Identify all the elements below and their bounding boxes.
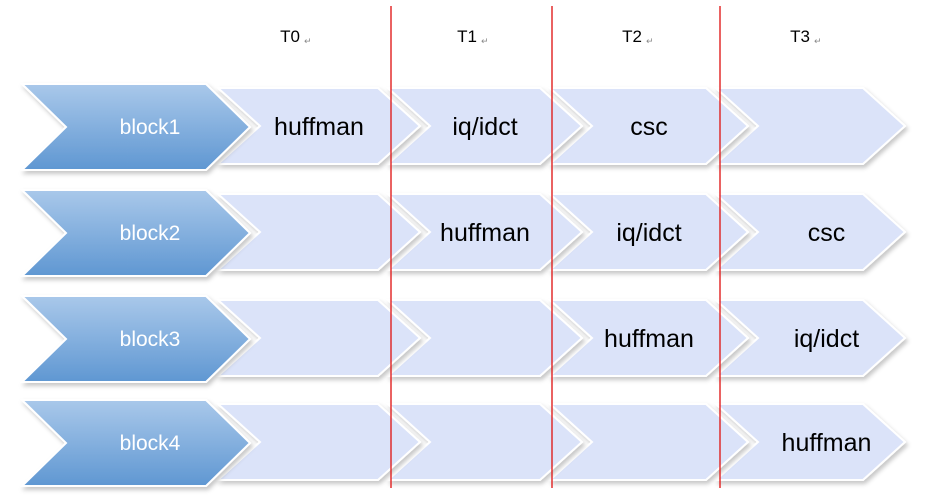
block-arrow-1 <box>19 83 252 171</box>
cell-arrow-r3-c1 <box>385 299 584 377</box>
time-header-t3: T3 <box>790 27 810 46</box>
block-layer: block1 block2 block3 block4 <box>19 83 252 487</box>
paragraph-mark-icon: ↵ <box>814 37 822 47</box>
cell-label-r2-c2: iq/idct <box>616 219 681 247</box>
block-label-3: block3 <box>120 328 181 351</box>
cell-label-r1-c1: iq/idct <box>452 113 517 141</box>
cell-arrow-r2-c0 <box>215 193 422 271</box>
cell-arrow-r4-c3 <box>713 403 907 481</box>
block-label-2: block2 <box>120 222 181 245</box>
paragraph-mark-icon: ↵ <box>304 37 312 47</box>
time-header-t0: T0 <box>280 27 300 46</box>
cell-arrow-r2-c1 <box>385 193 584 271</box>
time-header-t2: T2 <box>622 27 642 46</box>
cell-arrow-r1-c3 <box>713 87 907 165</box>
header-layer: T0 ↵ T1 ↵ T2 ↵ T3 ↵ <box>280 27 821 47</box>
cell-arrow-r4-c1 <box>385 403 584 481</box>
paragraph-mark-icon: ↵ <box>646 37 654 47</box>
block-label-4: block4 <box>120 432 181 455</box>
cell-label-r4-c3: huffman <box>782 429 872 457</box>
block-label-1: block1 <box>120 116 181 139</box>
divider-layer <box>390 6 721 488</box>
block-arrow-4 <box>19 399 252 487</box>
cell-label-r2-c1: huffman <box>440 219 530 247</box>
cell-arrow-r3-c2 <box>547 299 750 377</box>
cell-arrow-r1-c2 <box>547 87 750 165</box>
cell-arrow-r3-c3 <box>713 299 907 377</box>
cell-arrow-r2-c3 <box>713 193 907 271</box>
cell-arrow-r4-c0 <box>215 403 422 481</box>
block-arrow-2 <box>19 189 252 277</box>
cell-arrow-r1-c0 <box>215 87 422 165</box>
cell-arrow-r2-c2 <box>547 193 750 271</box>
cell-label-r3-c3: iq/idct <box>794 325 859 353</box>
cell-arrow-r4-c2 <box>547 403 750 481</box>
cell-label-r1-c0: huffman <box>274 113 364 141</box>
cell-label-r2-c3: csc <box>808 219 846 247</box>
time-header-t1: T1 <box>457 27 477 46</box>
cell-label-r3-c2: huffman <box>604 325 694 353</box>
block-arrow-3 <box>19 295 252 383</box>
cell-label-r1-c2: csc <box>630 113 668 141</box>
cell-arrow-r1-c1 <box>385 87 584 165</box>
cell-layer: csc iq/idct huffman csc iq/idct huffman iq/idc… <box>215 87 907 481</box>
cell-arrow-r3-c0 <box>215 299 422 377</box>
paragraph-mark-icon: ↵ <box>481 37 489 47</box>
